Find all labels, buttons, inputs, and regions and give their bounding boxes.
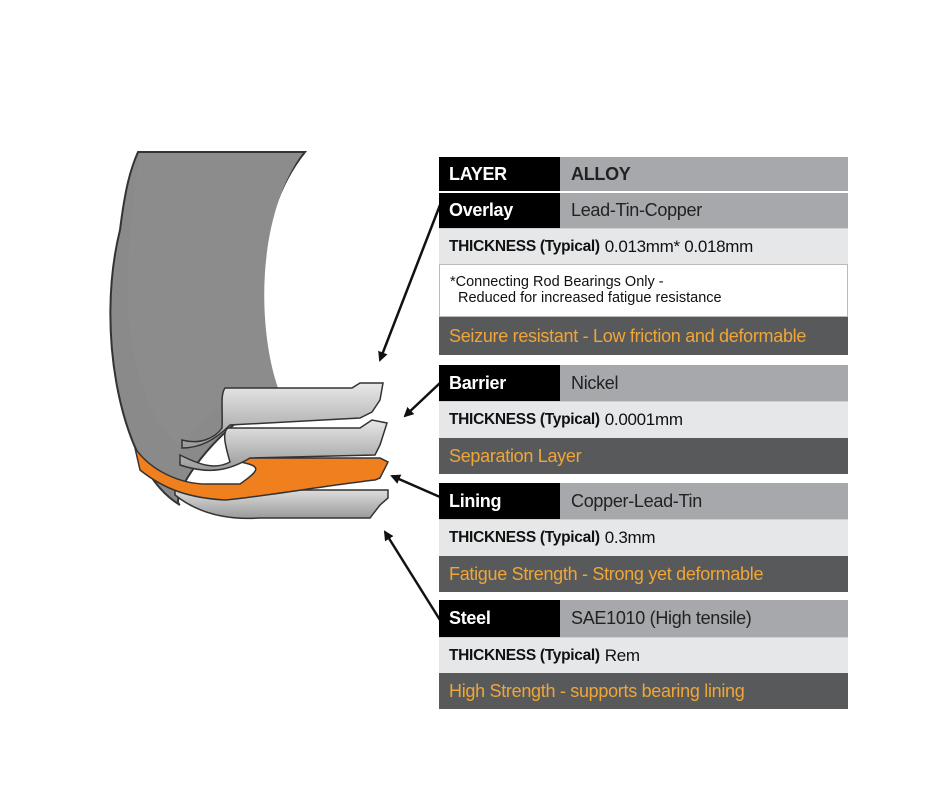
thickness-label: THICKNESS (Typical): [449, 646, 600, 664]
barrier-arrow: [403, 382, 441, 418]
steel-thickness: THICKNESS (Typical)Rem: [439, 637, 848, 673]
note-line: Reduced for increased fatigue resistance: [458, 290, 722, 306]
overlay-row: Overlay Lead-Tin-Copper: [439, 191, 848, 228]
thickness-value: Rem: [604, 645, 640, 665]
thickness-value: 0.0001mm: [604, 410, 683, 429]
layer-alloy: Nickel: [571, 372, 619, 393]
steel-arrow: [383, 530, 442, 621]
layer-name: Barrier: [439, 365, 560, 401]
thickness-label: THICKNESS (Typical): [449, 411, 600, 428]
layer-alloy: SAE1010 (High tensile): [571, 608, 752, 628]
table-header: LAYER ALLOY: [439, 155, 848, 191]
overlay-note: *Connecting Rod Bearings Only - Reduced …: [439, 264, 848, 317]
overlay-thickness: THICKNESS (Typical)0.013mm* 0.018mm: [439, 228, 848, 264]
thickness-value: 0.013mm* 0.018mm: [604, 236, 754, 256]
layer-alloy: Lead-Tin-Copper: [571, 200, 702, 220]
thickness-value: 0.3mm: [604, 528, 656, 547]
layer-name: Lining: [439, 483, 560, 519]
overlay-layer: [181, 382, 384, 449]
overlay-arrow: [378, 204, 442, 362]
lining-row: Lining Copper-Lead-Tin: [439, 481, 848, 519]
note-line: *Connecting Rod Bearings Only -: [450, 274, 664, 290]
overlay-property: Seizure resistant - Low friction and def…: [439, 317, 848, 355]
lining-property: Fatigue Strength - Strong yet deformable: [439, 556, 848, 592]
layer-name: Steel: [439, 600, 560, 637]
lining-thickness: THICKNESS (Typical)0.3mm: [439, 519, 848, 556]
thickness-label: THICKNESS (Typical): [449, 529, 600, 546]
barrier-thickness: THICKNESS (Typical)0.0001mm: [439, 401, 848, 438]
thickness-label: THICKNESS (Typical): [449, 237, 600, 255]
layer-name: Overlay: [439, 193, 560, 228]
barrier-row: Barrier Nickel: [439, 363, 848, 401]
steel-row: Steel SAE1010 (High tensile): [439, 598, 848, 637]
barrier-property: Separation Layer: [439, 438, 848, 474]
lining-arrow: [390, 474, 441, 499]
alloy-header: ALLOY: [571, 163, 631, 184]
lining-layer: [134, 447, 390, 501]
barrier-layer: [179, 419, 388, 472]
steel-property: High Strength - supports bearing lining: [439, 673, 848, 709]
bearing-inner-face: [127, 154, 303, 450]
layer-header: LAYER: [439, 157, 560, 191]
layer-alloy: Copper-Lead-Tin: [571, 490, 702, 511]
